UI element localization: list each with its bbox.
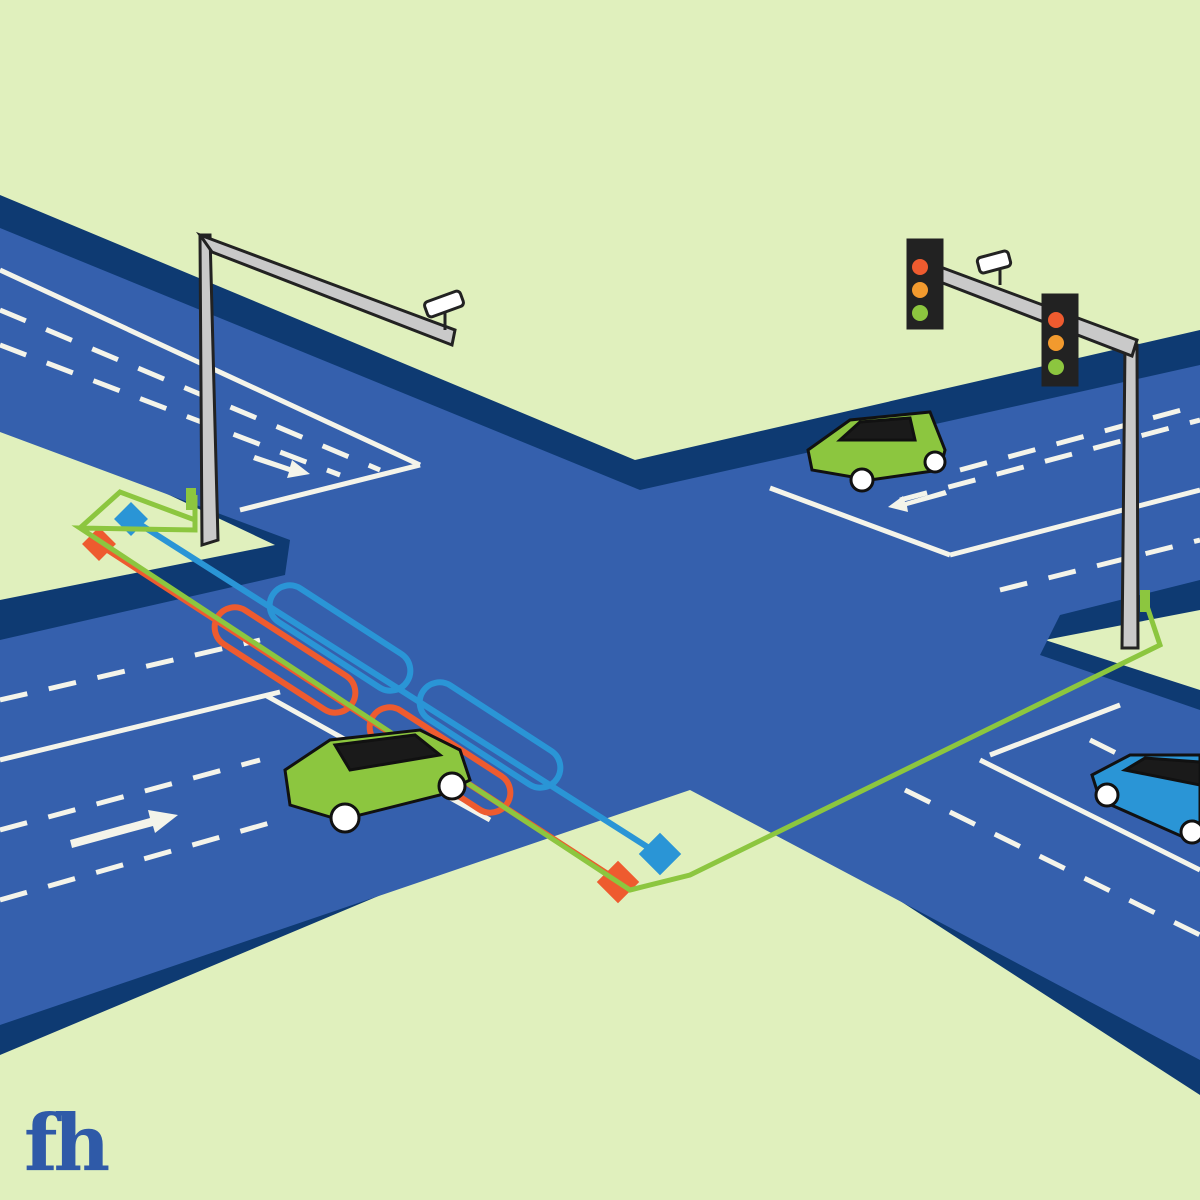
traffic-light-pole [906,238,1150,650]
loop-detector-blue [114,502,682,876]
brand-logo: fh [24,1098,110,1189]
car-icon [1090,753,1200,845]
traffic-light-icon [906,238,944,330]
car-icon [283,728,472,834]
blue-sensor-node [114,502,148,536]
blue-sensor-node [638,832,682,876]
road-network [0,195,1200,1095]
controller-wire [71,489,1164,893]
lane-markings [0,267,1200,938]
traffic-light-icon [1041,293,1079,387]
lane-arrow-icon [70,455,947,848]
traffic-camera-icon [975,249,1013,285]
camera-pole [186,231,465,548]
traffic-camera-icon [423,289,465,330]
car-icon [806,410,947,493]
